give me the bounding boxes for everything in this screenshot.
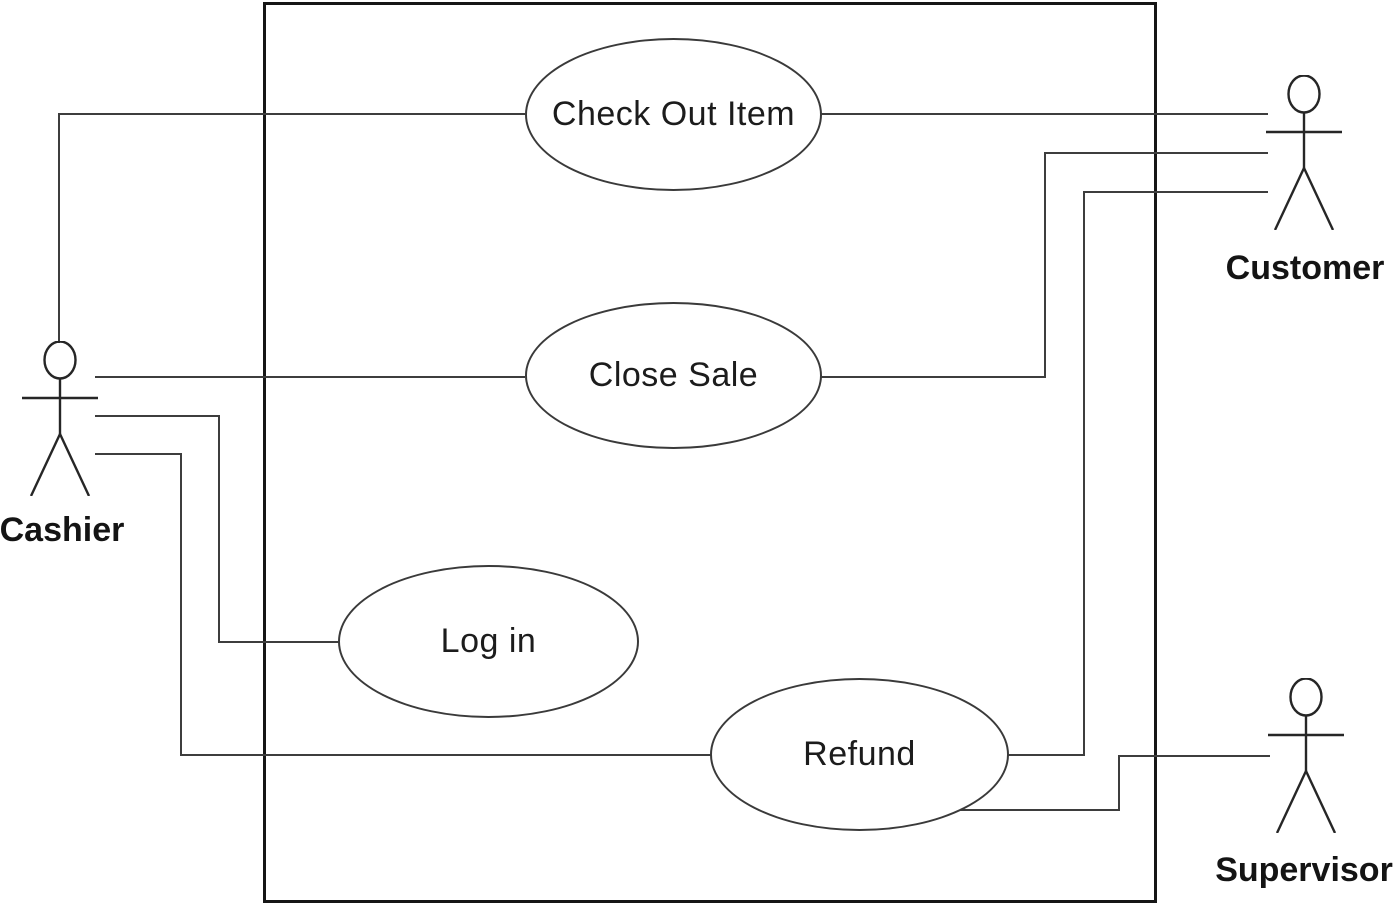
association-customer-refund-segment — [1007, 754, 1085, 756]
association-customer-closesale-segment — [1044, 152, 1268, 154]
association-supervisor-refund-segment — [1118, 755, 1270, 757]
actor-label-customer: Customer — [1225, 249, 1385, 287]
use-case-close-sale: Close Sale — [525, 302, 822, 449]
stick-figure-icon — [1266, 75, 1342, 230]
association-customer-checkout-segment — [820, 113, 1268, 115]
use-case-refund: Refund — [710, 678, 1009, 831]
actor-customer — [1265, 75, 1343, 230]
association-cashier-refund-segment — [180, 453, 182, 756]
association-cashier-refund-segment — [95, 453, 182, 455]
actor-cashier — [21, 341, 99, 496]
actor-label-cashier: Cashier — [0, 511, 125, 549]
use-case-log-in: Log in — [338, 565, 639, 718]
stick-figure-icon — [1268, 678, 1344, 833]
actor-label-supervisor: Supervisor — [1215, 851, 1393, 889]
actor-supervisor — [1267, 678, 1345, 833]
use-case-label: Refund — [803, 735, 916, 773]
association-customer-closesale-segment — [820, 376, 1046, 378]
use-case-check-out-item: Check Out Item — [525, 38, 822, 191]
association-cashier-refund-segment — [180, 754, 711, 756]
use-case-label: Close Sale — [588, 356, 759, 394]
association-customer-refund-segment — [1083, 191, 1085, 756]
association-supervisor-refund-segment — [1118, 755, 1120, 811]
association-supervisor-refund-segment — [958, 809, 1120, 811]
stick-figure-icon — [22, 341, 98, 496]
association-cashier-login-segment — [95, 415, 220, 417]
association-cashier-login-segment — [218, 415, 220, 643]
association-customer-closesale-segment — [1044, 152, 1046, 378]
association-cashier-closesale-segment — [95, 376, 525, 378]
system-boundary-box — [263, 2, 1157, 903]
association-cashier-checkout-segment — [58, 113, 525, 115]
use-case-label: Check Out Item — [551, 95, 796, 133]
association-cashier-login-segment — [218, 641, 339, 643]
use-case-label: Log in — [440, 622, 537, 660]
association-cashier-checkout-segment — [58, 113, 60, 343]
association-customer-refund-segment — [1083, 191, 1268, 193]
